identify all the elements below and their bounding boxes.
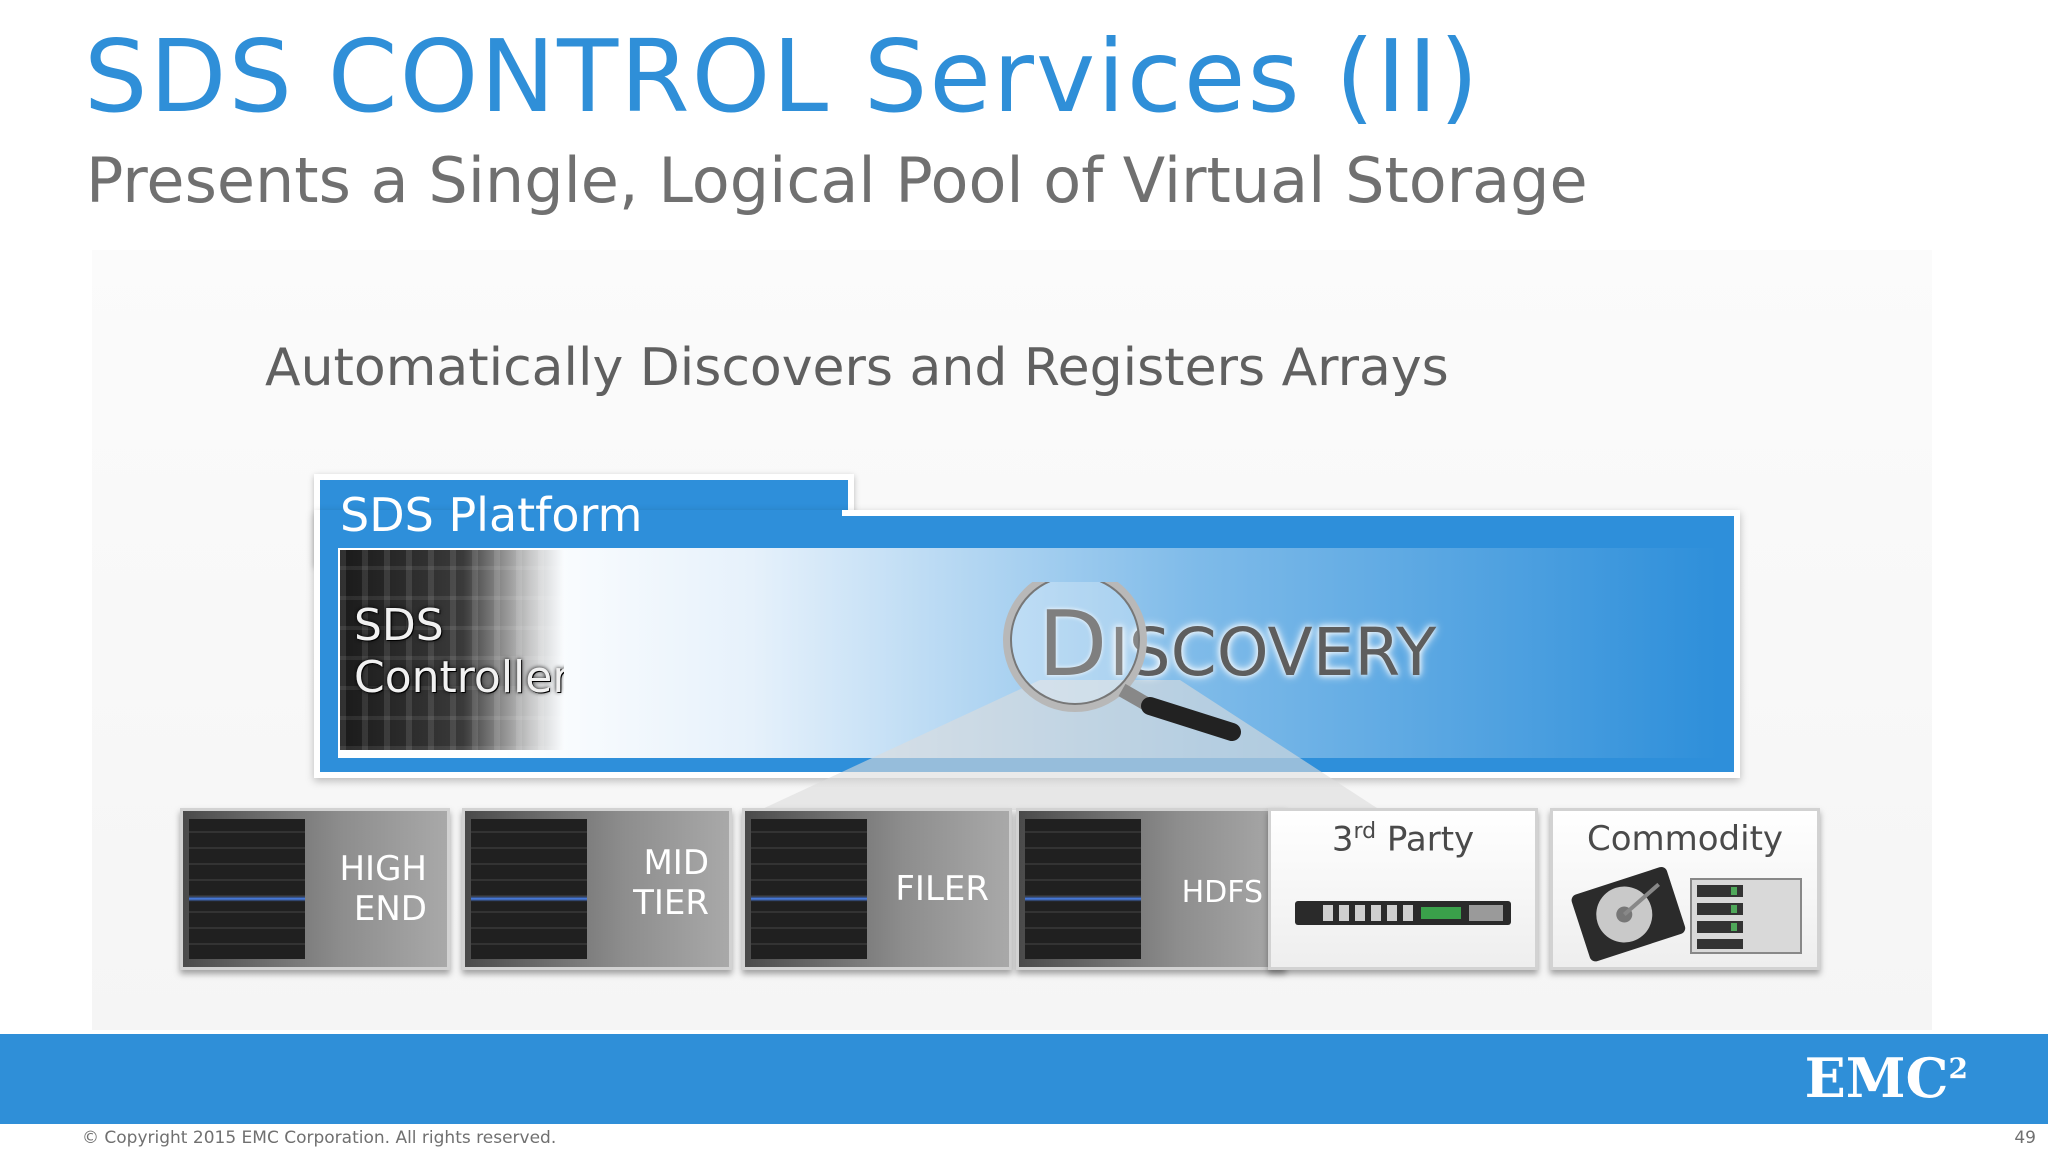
page-number: 49 [2014,1128,2036,1148]
tile-filer: FILER [742,808,1012,970]
vnx-array-image [471,819,587,959]
copyright-text: © Copyright 2015 EMC Corporation. All ri… [82,1128,557,1148]
discovery-initial: D [1038,592,1107,697]
tile-title: Commodity [1586,819,1784,859]
magnifier-icon [1003,582,1241,741]
tagline: Automatically Discovers and Registers Ar… [265,338,1449,398]
sds-controller-image: SDS Controller [340,550,564,750]
tile-third-party: 3rd Party [1268,808,1538,970]
filer-array-image [751,819,867,959]
discovery-word: DISCOVERY [1109,614,1437,691]
commodity-hardware-icon [1571,867,1802,962]
tile-commodity: Commodity [1550,808,1820,970]
tile-label: HDFS [1181,875,1263,910]
tile-hdfs: HDFS [1016,808,1286,970]
rack-server-icon [1295,901,1511,925]
controller-label: SDS Controller [354,600,564,703]
hdfs-array-image [1025,819,1141,959]
discovery-beam [760,680,1380,810]
slide-subtitle: Presents a Single, Logical Pool of Virtu… [86,144,1588,217]
tile-label: FILER [895,869,989,909]
slide-title: SDS CONTROL Services (II) [84,18,1481,135]
platform-label: SDS Platform [340,488,643,542]
footer-bar [0,1034,2048,1124]
tile-title: 3rd Party [1331,819,1475,860]
emc-logo: EMC2 [1804,1046,1968,1110]
vmax-array-image [189,819,305,959]
